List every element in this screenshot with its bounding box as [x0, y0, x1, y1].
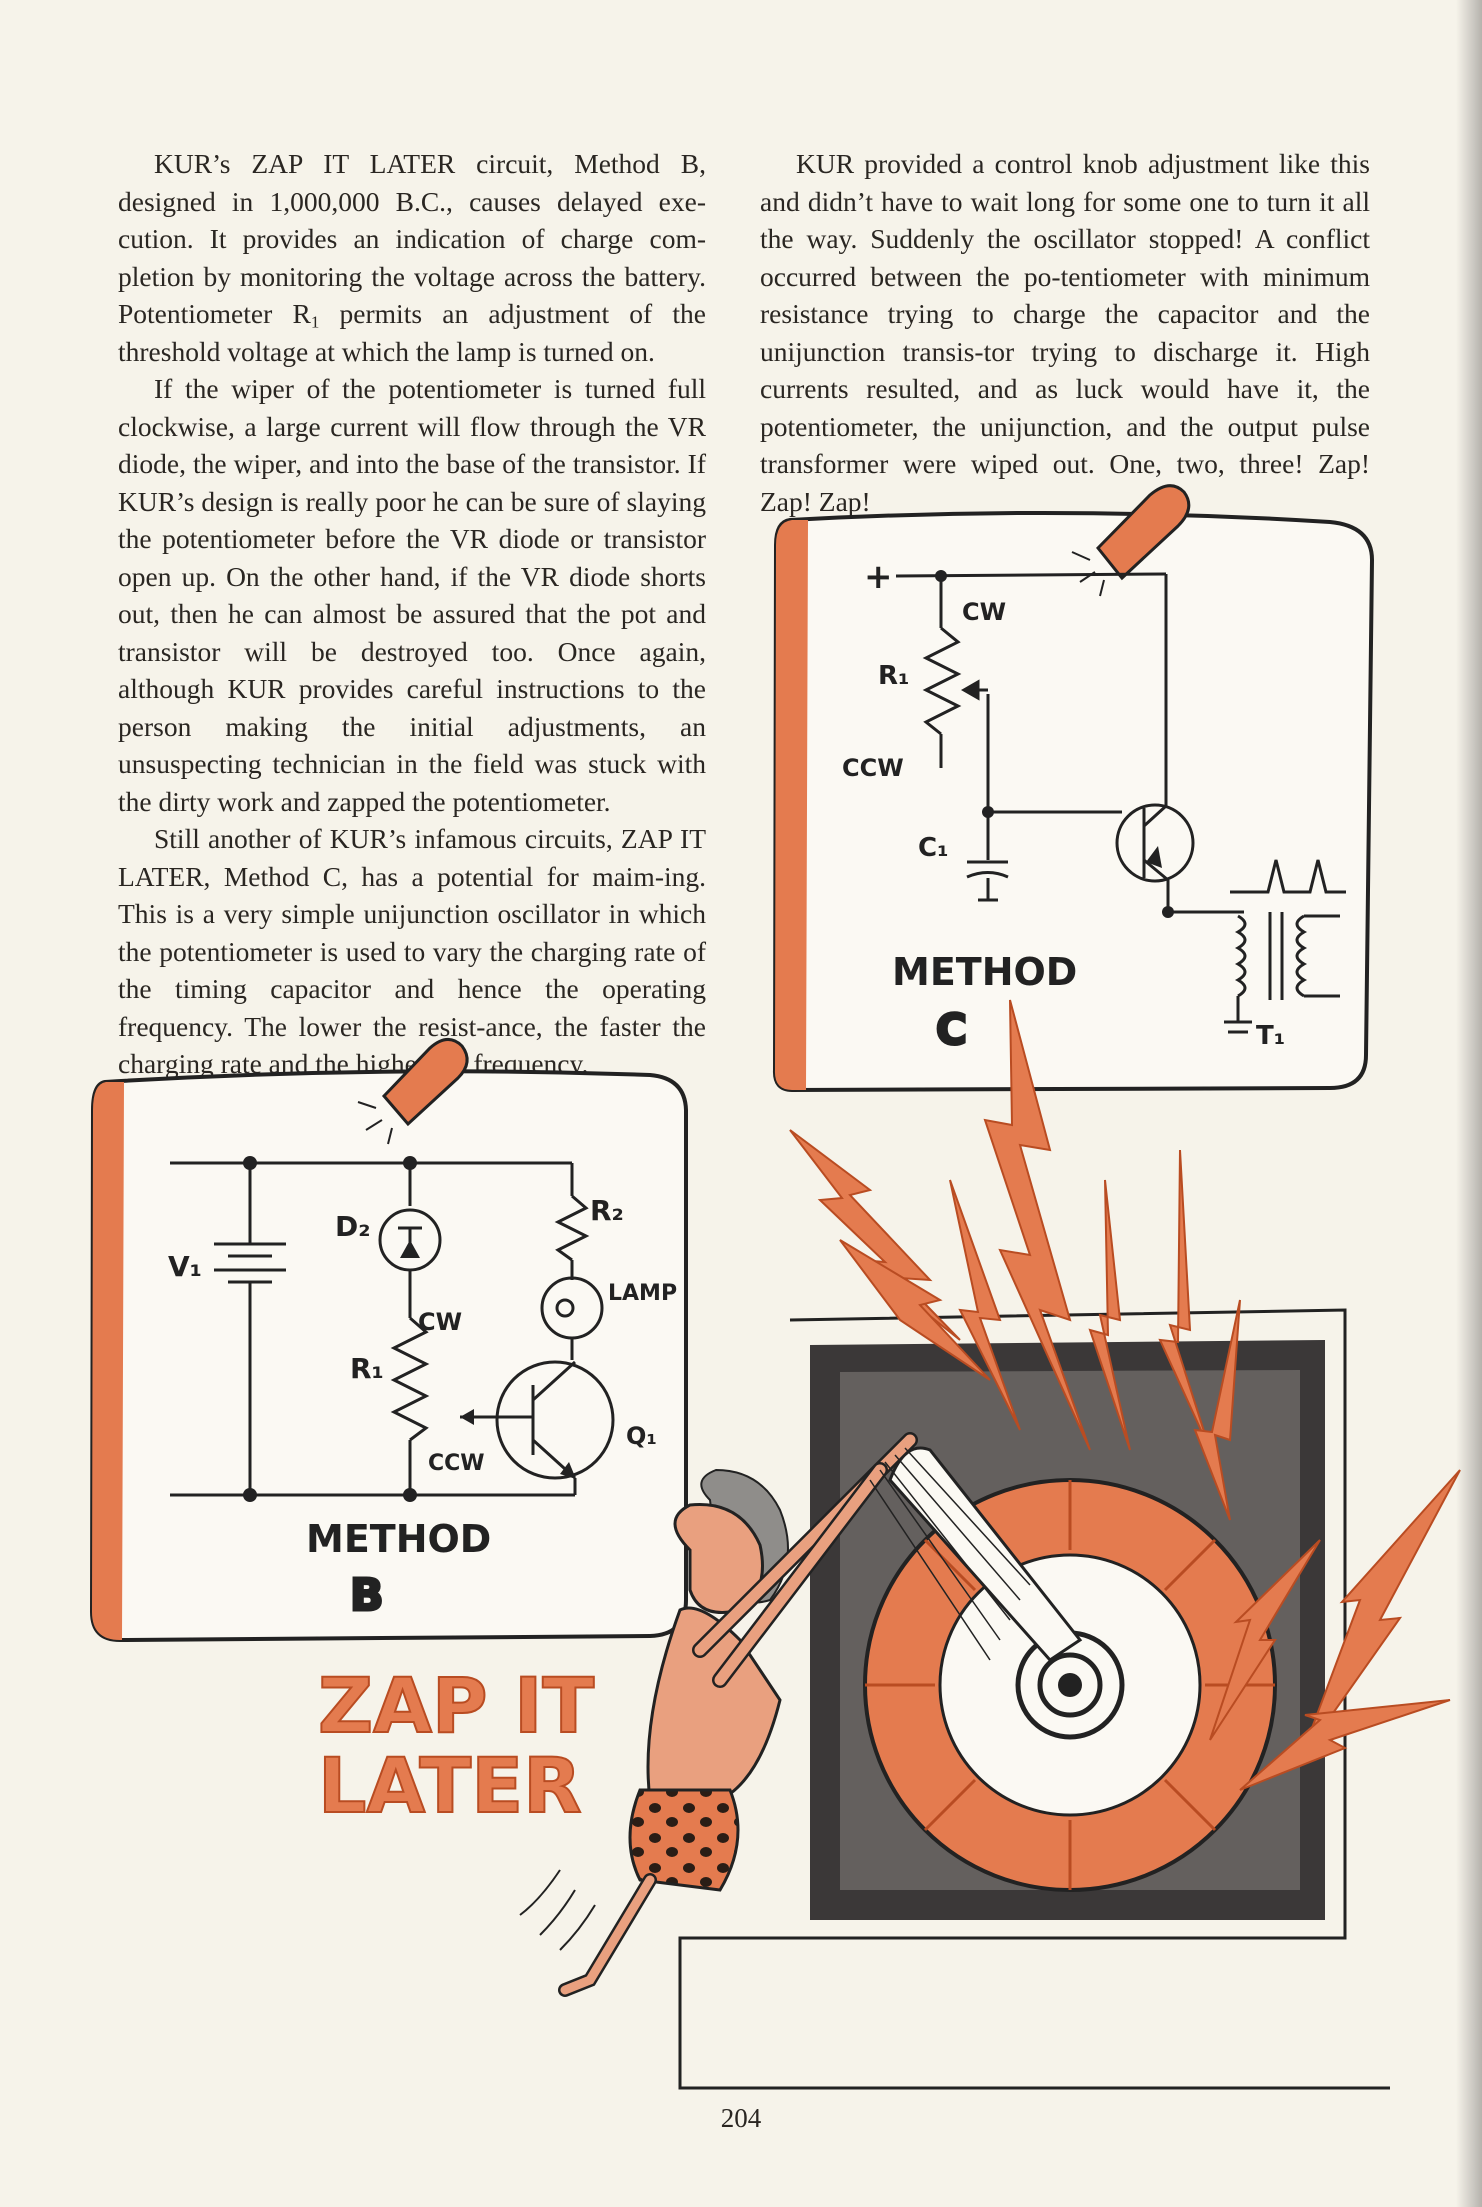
left-paragraph-3: Still another of KUR’s infamous circuits…	[118, 823, 706, 1079]
title-line-2: LATER	[318, 1741, 582, 1830]
junction-dot	[243, 1156, 257, 1170]
method-letter: B	[350, 1570, 384, 1621]
panel-side-stripe	[92, 1082, 124, 1640]
junction-dot	[982, 806, 994, 818]
r1-label: R₁	[878, 661, 909, 691]
right-paragraph-1: KUR provided a control knob adjustment l…	[760, 148, 1370, 517]
junction-dot	[935, 570, 947, 582]
right-text-column: KUR provided a control knob adjustment l…	[760, 145, 1370, 520]
explosion-illustration	[519, 999, 1461, 2090]
ccw-label: CCW	[842, 754, 904, 782]
zap-it-later-title: ZAP IT LATER	[317, 1660, 595, 1831]
t1-label: T₁	[1256, 1021, 1285, 1051]
ccw-label: CCW	[428, 1451, 485, 1476]
method-label: METHOD	[892, 950, 1077, 994]
panel-side-stripe	[774, 520, 808, 1090]
page-edge-shadow	[1456, 0, 1482, 2207]
lightning-bolts	[789, 999, 1461, 1791]
leopard-loincloth	[628, 1788, 740, 1892]
junction-dot	[403, 1156, 417, 1170]
potentiometer-knob-icon	[1071, 484, 1191, 597]
q1-label: Q₁	[626, 1422, 657, 1450]
page-number: 204	[720, 2103, 762, 2133]
junction-dot	[243, 1488, 257, 1502]
left-paragraph-2: If the wiper of the potentiometer is tur…	[118, 373, 706, 817]
d2-label: D₂	[335, 1210, 371, 1243]
method-b-panel: V₁ D₂ R₂ LAMP CW R₁ CCW Q₁ METHOD B	[89, 1038, 688, 1643]
caveman-figure	[519, 1432, 1031, 1997]
machine-cabinet	[678, 1308, 1390, 2090]
potentiometer-knob-icon	[357, 1038, 469, 1145]
method-letter: C	[936, 1005, 967, 1054]
r2-label: R₂	[590, 1194, 624, 1227]
title-line-1: ZAP IT	[318, 1661, 594, 1750]
method-b-schematic	[170, 1161, 615, 1497]
plus-label: +	[864, 557, 893, 597]
junction-dot	[1162, 906, 1174, 918]
left-text-column: KUR’s ZAP IT LATER circuit, Method B, de…	[118, 145, 706, 1083]
method-c-schematic	[895, 572, 1346, 1034]
r1-label: R₁	[350, 1352, 384, 1385]
cw-label: CW	[418, 1308, 462, 1336]
v1-label: V₁	[168, 1250, 202, 1283]
method-c-panel: + CW R₁ CCW C₁ T₁ METHOD C	[772, 484, 1375, 1093]
junction-dot	[403, 1488, 417, 1502]
left-paragraph-1: KUR’s ZAP IT LATER circuit, Method B, de…	[118, 148, 706, 367]
method-label: METHOD	[306, 1517, 491, 1561]
c1-label: C₁	[918, 833, 948, 863]
lamp-label: LAMP	[608, 1281, 677, 1306]
cw-label: CW	[962, 598, 1006, 626]
